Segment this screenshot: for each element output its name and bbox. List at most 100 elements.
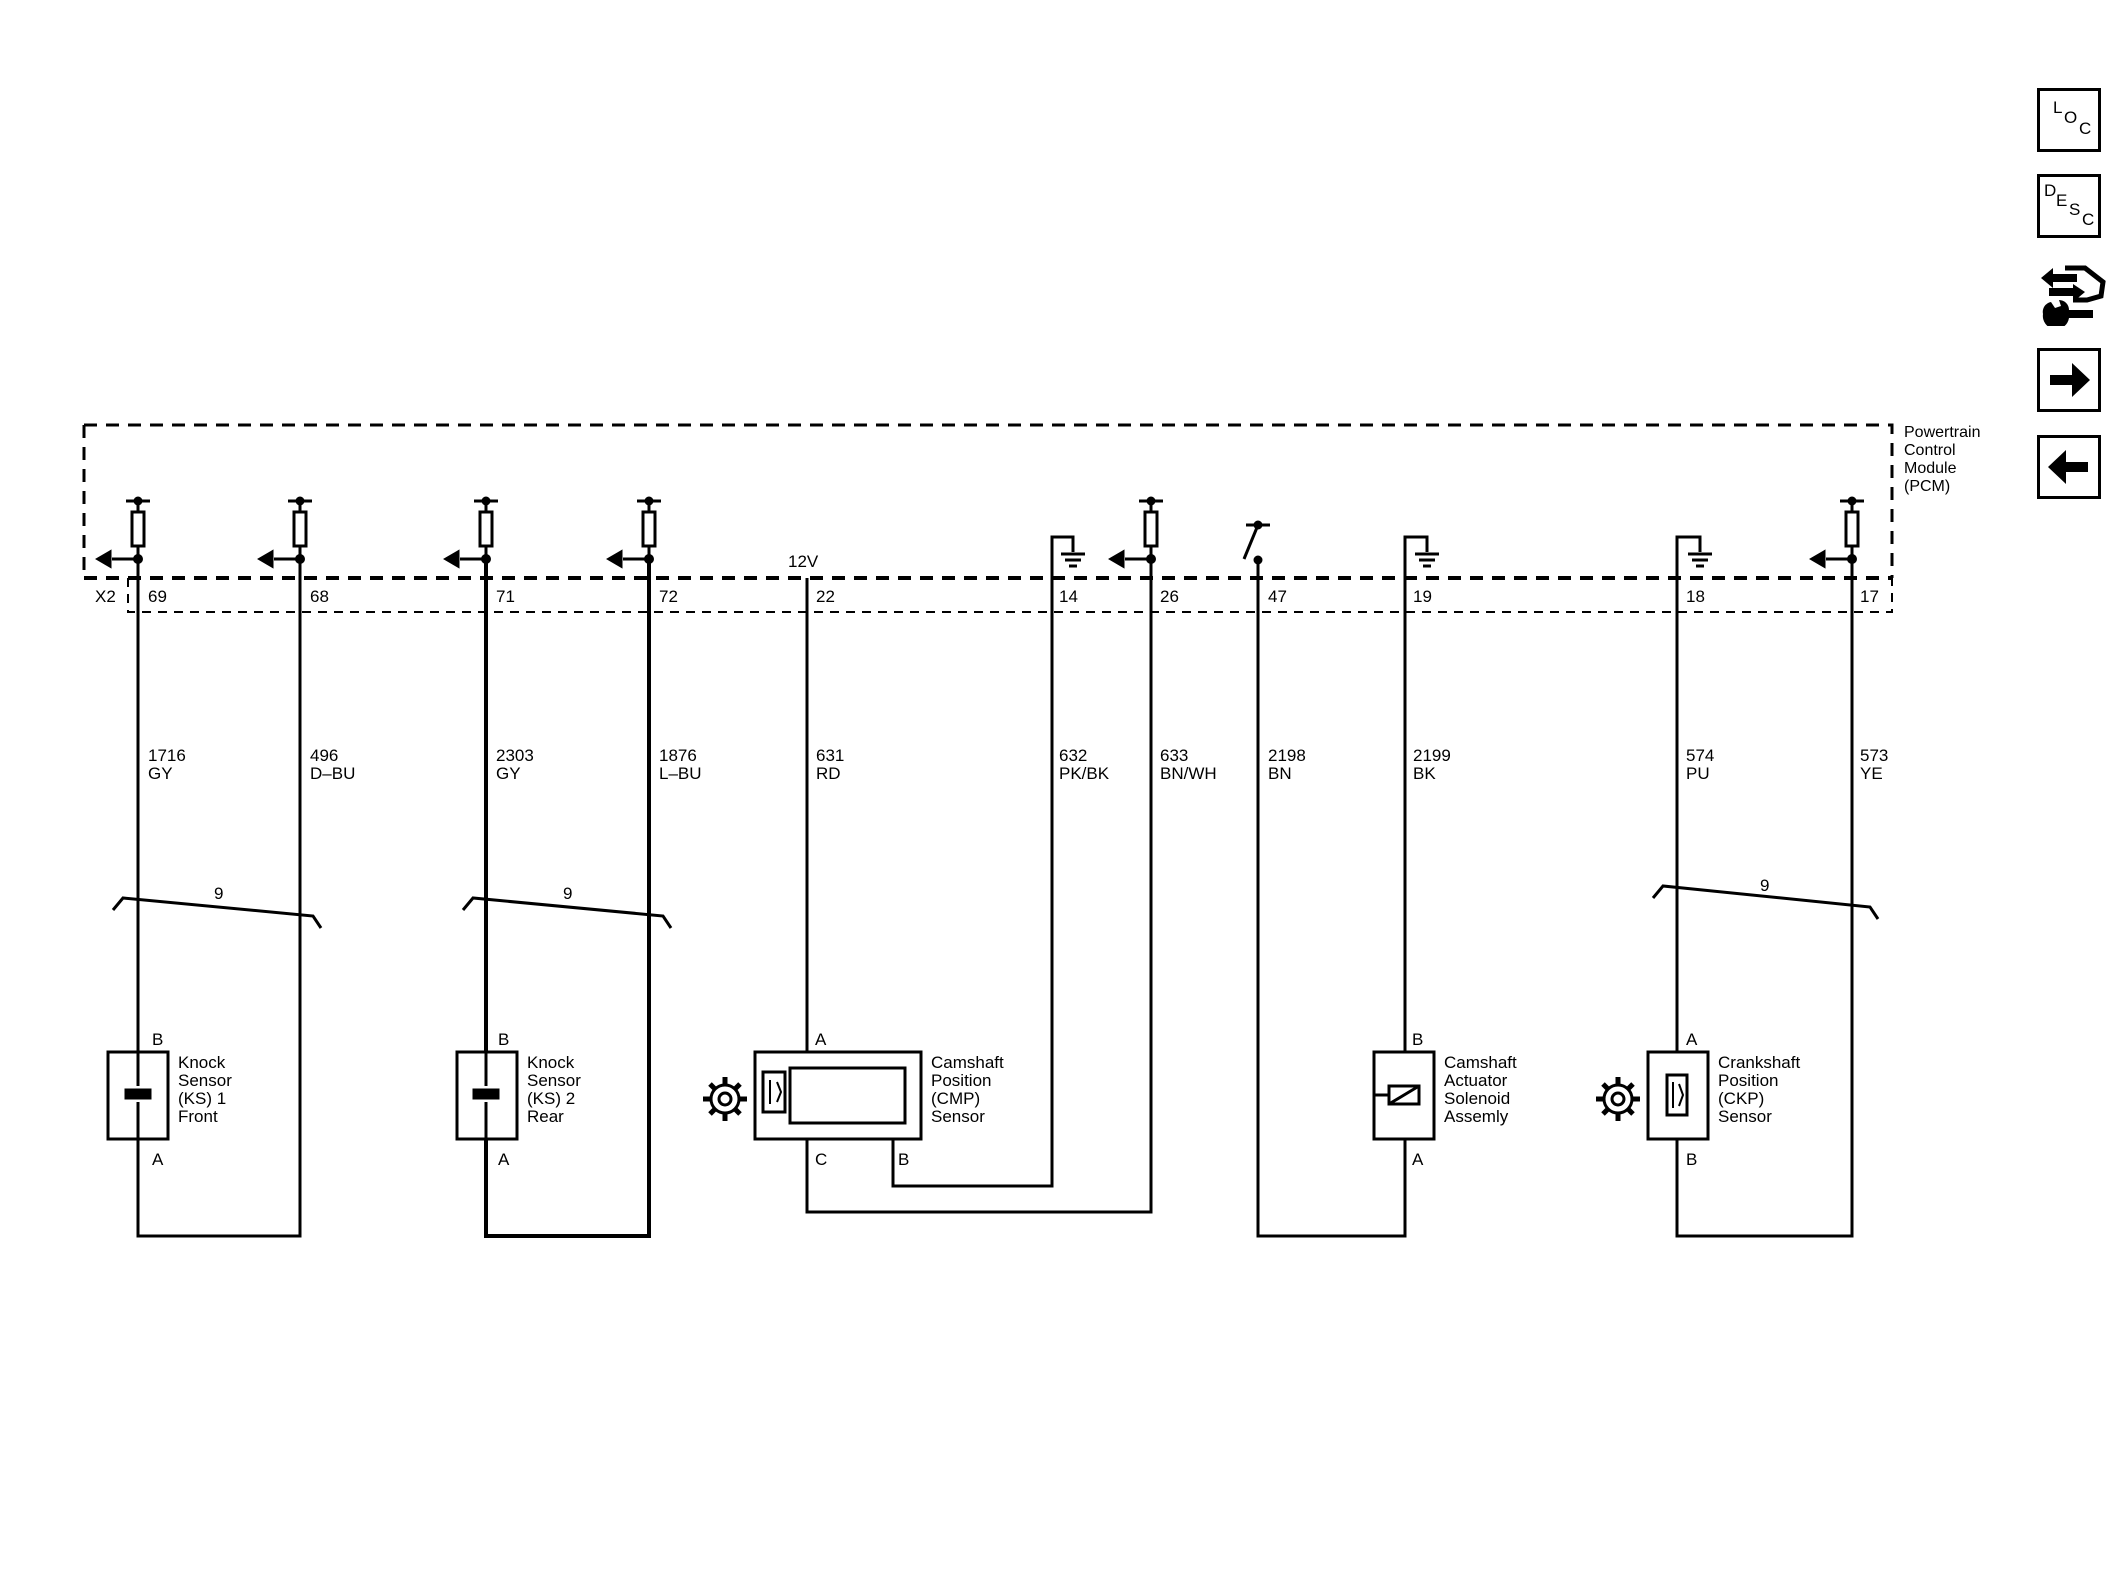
bundle-marker bbox=[111, 896, 323, 929]
pin-label: A bbox=[1412, 1150, 1424, 1169]
next-button[interactable] bbox=[2037, 348, 2101, 412]
wire-circuit: 631 bbox=[816, 746, 844, 765]
loc-button[interactable]: L O C bbox=[2037, 88, 2101, 152]
pcm-label-line: Module bbox=[1904, 460, 1957, 477]
wire-circuit: 573 bbox=[1860, 746, 1888, 765]
component-label-line: Camshaft bbox=[1444, 1053, 1517, 1072]
wire-color: PU bbox=[1686, 764, 1710, 783]
piezo-icon bbox=[472, 1052, 500, 1139]
cmp-electronics-box bbox=[788, 1066, 907, 1125]
wire-circuit: 496 bbox=[310, 746, 338, 765]
bundle-marker bbox=[1651, 884, 1880, 920]
input-filter-icon bbox=[257, 496, 312, 569]
wire-color: L–BU bbox=[659, 764, 702, 783]
wire-circuit: 632 bbox=[1059, 746, 1087, 765]
bundle-marker bbox=[461, 896, 673, 929]
pin-number: 72 bbox=[659, 587, 678, 606]
component-label-line: (KS) 2 bbox=[527, 1089, 575, 1108]
component-label-line: Solenoid bbox=[1444, 1089, 1510, 1108]
ckp-sensor-body bbox=[1646, 1050, 1710, 1141]
input-filter-icon bbox=[443, 496, 498, 569]
pin-number: 47 bbox=[1268, 587, 1287, 606]
pcm-module-label: Powertrain Control Module (PCM) bbox=[1904, 424, 1980, 495]
arrow-left-icon bbox=[2048, 450, 2088, 484]
component-label-line: Crankshaft bbox=[1718, 1053, 1800, 1072]
bundle-markers bbox=[111, 884, 1880, 929]
wire-632 bbox=[891, 578, 1054, 1188]
pin-label: C bbox=[815, 1150, 827, 1169]
desc-button[interactable]: D E S C bbox=[2037, 174, 2101, 238]
wire-circuit: 574 bbox=[1686, 746, 1714, 765]
pcm-label-line: Control bbox=[1904, 442, 1956, 459]
bundle-count: 9 bbox=[214, 884, 223, 903]
wire-color: BK bbox=[1413, 764, 1436, 783]
wires bbox=[136, 559, 1854, 1238]
pin-label: A bbox=[498, 1150, 510, 1169]
component-label-line: Sensor bbox=[931, 1107, 985, 1126]
wire-circuit: 1876 bbox=[659, 746, 697, 765]
pcm-module-outline bbox=[82, 423, 1894, 613]
voltage-label: 12V bbox=[788, 552, 819, 571]
pin-number: 69 bbox=[148, 587, 167, 606]
arrow-right-icon bbox=[2050, 363, 2090, 397]
component-label-line: Assemly bbox=[1444, 1107, 1509, 1126]
pin-label: A bbox=[815, 1030, 827, 1049]
connector-label: X2 bbox=[95, 587, 116, 606]
component-label-line: Position bbox=[1718, 1071, 1778, 1090]
hall-element-icon bbox=[761, 1070, 787, 1114]
connector-wrench-icon bbox=[2041, 265, 2106, 326]
ground-icon bbox=[1050, 535, 1085, 578]
bundle-count: 9 bbox=[1760, 876, 1769, 895]
wire-color: YE bbox=[1860, 764, 1883, 783]
wire-color: BN bbox=[1268, 764, 1292, 783]
switch-icon bbox=[1242, 520, 1270, 565]
bundle-count: 9 bbox=[563, 884, 572, 903]
wire-circuit: 2199 bbox=[1413, 746, 1451, 765]
wire-color: D–BU bbox=[310, 764, 355, 783]
input-filter-icon bbox=[95, 496, 150, 569]
pin-numbers: 69 68 71 72 22 14 26 47 19 18 17 bbox=[148, 587, 1879, 606]
component-label-line: Position bbox=[931, 1071, 991, 1090]
pin-number: 19 bbox=[1413, 587, 1432, 606]
pcm-input-symbols bbox=[95, 496, 1864, 569]
pin-label: B bbox=[498, 1030, 509, 1049]
gear-icon bbox=[1596, 1077, 1640, 1121]
wire-color: PK/BK bbox=[1059, 764, 1110, 783]
connector-view-button[interactable] bbox=[2037, 256, 2106, 326]
knock-sensor-1: B A Knock Sensor (KS) 1 Front bbox=[106, 1030, 232, 1169]
pin-label: B bbox=[1412, 1030, 1423, 1049]
knock-sensor-2: B A Knock Sensor (KS) 2 Rear bbox=[455, 1030, 581, 1169]
component-label-line: Sensor bbox=[178, 1071, 232, 1090]
component-label-line: (CMP) bbox=[931, 1089, 980, 1108]
wire-circuit: 2198 bbox=[1268, 746, 1306, 765]
component-label-line: Knock bbox=[178, 1053, 226, 1072]
component-label-line: Camshaft bbox=[931, 1053, 1004, 1072]
wire-circuit: 1716 bbox=[148, 746, 186, 765]
pin-number: 18 bbox=[1686, 587, 1705, 606]
piezo-icon bbox=[124, 1052, 152, 1139]
component-label-line: Actuator bbox=[1444, 1071, 1508, 1090]
pin-number: 17 bbox=[1860, 587, 1879, 606]
wire-color: RD bbox=[816, 764, 841, 783]
wire-633 bbox=[805, 559, 1153, 1214]
component-label-line: Sensor bbox=[1718, 1107, 1772, 1126]
pcm-ground-symbols bbox=[1050, 535, 1712, 578]
pin-number: 26 bbox=[1160, 587, 1179, 606]
pcm-label-line: (PCM) bbox=[1904, 478, 1950, 495]
pin-label: B bbox=[898, 1150, 909, 1169]
solenoid-coil-icon bbox=[1374, 1084, 1421, 1106]
component-label-line: Rear bbox=[527, 1107, 564, 1126]
component-label-line: Sensor bbox=[527, 1071, 581, 1090]
pin-number: 22 bbox=[816, 587, 835, 606]
wire-ckp-loop bbox=[1675, 559, 1854, 1238]
component-label-line: Front bbox=[178, 1107, 218, 1126]
pcm-label-line: Powertrain bbox=[1904, 424, 1980, 441]
pin-label: B bbox=[1686, 1150, 1697, 1169]
component-label-line: Knock bbox=[527, 1053, 575, 1072]
ckp-sensor: A B Crankshaft Position (CKP) Sensor bbox=[1596, 1030, 1800, 1169]
prev-button[interactable] bbox=[2037, 435, 2101, 499]
ground-icon bbox=[1675, 535, 1712, 578]
wire-color: BN/WH bbox=[1160, 764, 1217, 783]
gear-icon bbox=[703, 1077, 747, 1121]
